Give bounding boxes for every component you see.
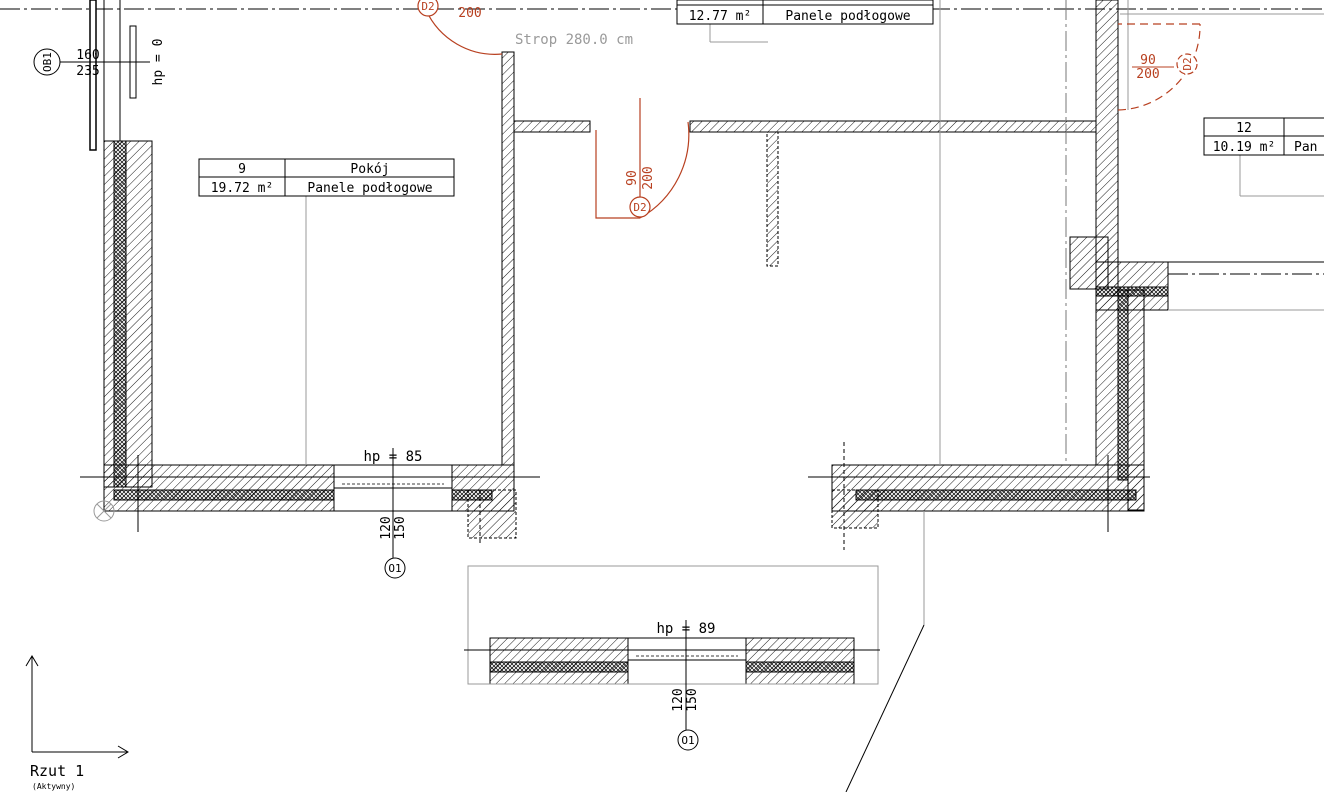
svg-text:D2: D2 <box>1181 57 1194 70</box>
axis-ticks <box>80 442 1150 651</box>
room-stamp-9: 9 Pokój 19.72 m² Panele podłogowe <box>198 158 455 197</box>
ceiling-height-label: Strop 280.0 cm <box>515 32 633 48</box>
window-tag-left: hp = 85 120 150 O1 <box>363 448 423 579</box>
wall-bottom-left <box>103 464 517 539</box>
room-floor: Panele podłogowe <box>307 181 432 196</box>
reference-lines <box>305 0 1324 792</box>
room-area: 12.77 m² <box>689 9 752 24</box>
window-tag-bottom: hp = 89 120 150 O1 <box>656 620 716 751</box>
door-tag-2: D2 90 200 <box>1132 53 1198 82</box>
svg-text:200: 200 <box>1136 67 1159 82</box>
room-floor: Pan <box>1294 140 1317 155</box>
view-status: (Aktywny) <box>32 782 75 791</box>
elevation-marker <box>93 500 115 522</box>
svg-text:90: 90 <box>1140 53 1156 68</box>
svg-text:O1: O1 <box>681 734 694 747</box>
room-number: 9 <box>238 162 246 177</box>
door-tag-3: D2 200 <box>417 0 482 21</box>
ucs-axis-icon <box>25 655 129 759</box>
wall-opening-tag: OB1 160 235 hp = 0 <box>33 39 166 86</box>
svg-text:120: 120 <box>379 516 394 539</box>
room-stamp-top: 12.77 m² Panele podłogowe <box>676 0 934 25</box>
wall-interior-horizontal <box>513 120 1097 267</box>
svg-text:200: 200 <box>458 6 481 21</box>
svg-text:235: 235 <box>76 64 99 79</box>
wall-bottom-right <box>831 464 1145 529</box>
wall-right-vertical <box>1069 0 1324 511</box>
svg-text:OB1: OB1 <box>41 52 54 72</box>
svg-text:160: 160 <box>76 48 99 63</box>
room-name: Pokój <box>350 162 389 177</box>
room-stamp-12: 12 10.19 m² Pan <box>1203 117 1324 156</box>
room-area: 19.72 m² <box>211 181 274 196</box>
sill-height-label: hp = 0 <box>151 39 166 86</box>
svg-text:D2: D2 <box>421 0 434 13</box>
svg-text:O1: O1 <box>388 562 401 575</box>
svg-text:200: 200 <box>641 166 656 189</box>
wall-left-exterior <box>103 140 153 488</box>
door-tag-1: D2 90 200 <box>625 166 656 218</box>
view-name: Rzut 1 <box>30 762 84 780</box>
svg-text:D2: D2 <box>633 201 646 214</box>
svg-text:150: 150 <box>685 688 700 711</box>
room-floor: Panele podłogowe <box>785 9 910 24</box>
wall-bay-bottom <box>467 565 879 685</box>
room-number: 12 <box>1236 121 1252 136</box>
svg-text:90: 90 <box>625 170 640 186</box>
room-area: 10.19 m² <box>1213 140 1276 155</box>
svg-text:150: 150 <box>393 516 408 539</box>
svg-text:120: 120 <box>671 688 686 711</box>
wall-interior-vertical <box>501 51 515 466</box>
